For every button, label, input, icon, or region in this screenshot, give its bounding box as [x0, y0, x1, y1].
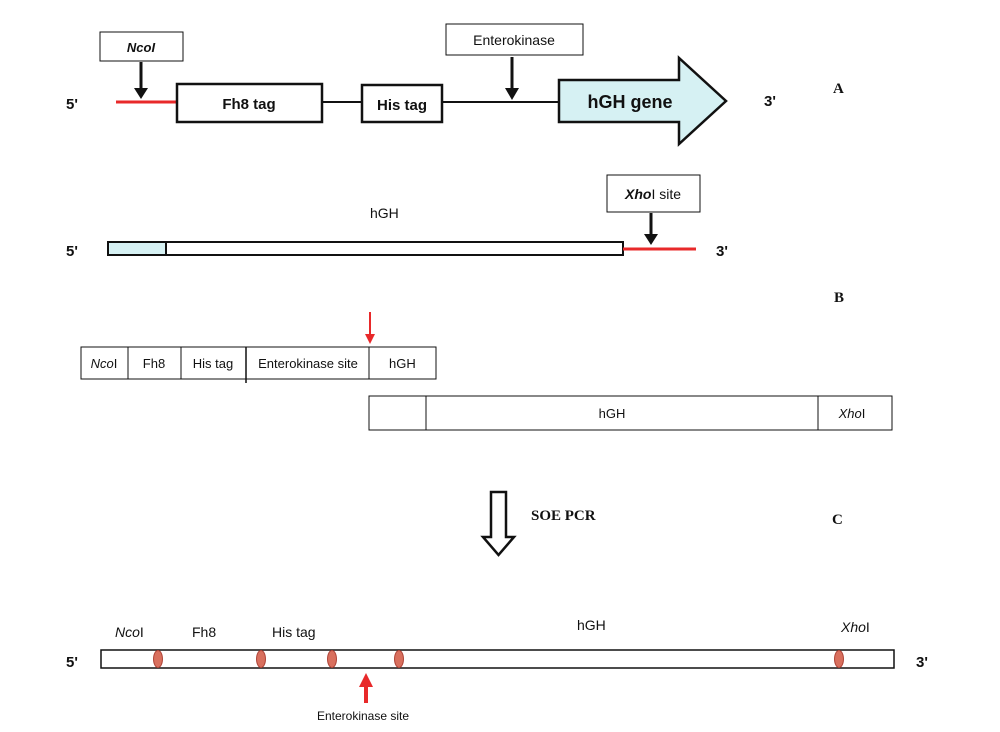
fragment-red-arrow-head — [365, 334, 375, 344]
panel-a-hgh-gene-label: hGH gene — [587, 92, 672, 112]
junction-marker-2 — [256, 650, 266, 668]
bottom-fragment-box — [368, 395, 893, 431]
panel-b-bar — [107, 241, 624, 256]
panel-c-fragments: NcoI Fh8 His tag Enterokinase site hGH h… — [80, 312, 893, 431]
final-nco-suffix: I — [140, 624, 144, 640]
panel-a-five-prime: 5' — [66, 96, 78, 113]
panel-a-his-label: His tag — [377, 97, 427, 114]
top-fragment-his-tag: His tag — [193, 356, 233, 371]
final-construct-bar — [100, 649, 895, 669]
enterokinase-red-arrow — [359, 673, 373, 703]
panel-a-nco-label: NcoI — [127, 40, 156, 55]
final-xho-label: XhoI — [840, 619, 870, 635]
bottom-fragment-xho: XhoI — [838, 406, 866, 421]
top-fragment-box — [80, 346, 437, 380]
panel-b: hGH XhoI site 5' 3' B — [66, 174, 844, 306]
final-construct: NcoI Fh8 His tag hGH XhoI 5' 3' Enteroki… — [66, 617, 928, 723]
top-fragment-nco-italic: Nco — [91, 356, 114, 371]
panel-a-hgh-gene-arrow — [557, 55, 728, 147]
final-xho-suffix: I — [866, 619, 870, 635]
panel-a-letter: A — [833, 81, 844, 97]
final-his-tag-label: His tag — [272, 624, 316, 640]
bottom-fragment-hgh: hGH — [599, 406, 626, 421]
panel-b-three-prime: 3' — [716, 243, 728, 260]
junction-marker-3 — [327, 650, 337, 668]
soe-pcr: SOE PCR C — [480, 490, 843, 557]
top-fragment-fh8: Fh8 — [143, 356, 165, 371]
panel-a-nco-arrow-head — [134, 88, 148, 99]
top-fragment-hgh: hGH — [389, 356, 416, 371]
final-three-prime: 3' — [916, 654, 928, 671]
panel-b-xho-text: XhoI site — [624, 186, 681, 202]
final-xho-italic: Xho — [840, 619, 866, 635]
top-fragment-nco: NcoI — [91, 356, 118, 371]
soe-pcr-arrow — [480, 490, 517, 557]
panel-a-his-box — [360, 83, 444, 124]
final-fh8-label: Fh8 — [192, 624, 216, 640]
final-enterokinase-site-label: Enterokinase site — [317, 709, 409, 723]
top-fragment-nco-suffix: I — [114, 356, 118, 371]
panel-a-enterokinase-box — [445, 23, 584, 56]
final-hgh-label: hGH — [577, 617, 606, 633]
final-nco-italic: Nco — [115, 624, 140, 640]
panel-a-nco-box — [99, 31, 184, 62]
top-fragment-enterokinase-site: Enterokinase site — [258, 356, 358, 371]
bottom-fragment-xho-italic: Xho — [838, 406, 862, 421]
panel-a-enterokinase-arrow-head — [505, 88, 519, 100]
final-five-prime: 5' — [66, 654, 78, 671]
panel-b-letter: B — [834, 290, 844, 306]
panel-c-letter: C — [832, 512, 843, 528]
junction-marker-4 — [394, 650, 404, 668]
bottom-fragment-xho-suffix: I — [862, 406, 866, 421]
final-nco-label: NcoI — [115, 624, 144, 640]
panel-b-xho-arrow-head — [644, 234, 658, 245]
soe-pcr-label: SOE PCR — [531, 508, 596, 524]
panel-b-xho-italic: Xho — [624, 186, 652, 202]
junction-marker-5 — [834, 650, 844, 668]
panel-a-fh8-label: Fh8 tag — [222, 96, 275, 113]
panel-b-hgh-label: hGH — [370, 205, 399, 221]
panel-b-xho-suffix: I site — [651, 186, 681, 202]
panel-a-enterokinase-label: Enterokinase — [473, 32, 555, 48]
panel-b-five-prime: 5' — [66, 243, 78, 260]
panel-a-three-prime: 3' — [764, 93, 776, 110]
panel-b-xho-box — [606, 174, 701, 213]
junction-marker-1 — [153, 650, 163, 668]
panel-a: 5' NcoI Fh8 tag His tag Enterokinase hGH… — [66, 23, 844, 147]
panel-b-bar-cyan-segment — [109, 243, 166, 254]
